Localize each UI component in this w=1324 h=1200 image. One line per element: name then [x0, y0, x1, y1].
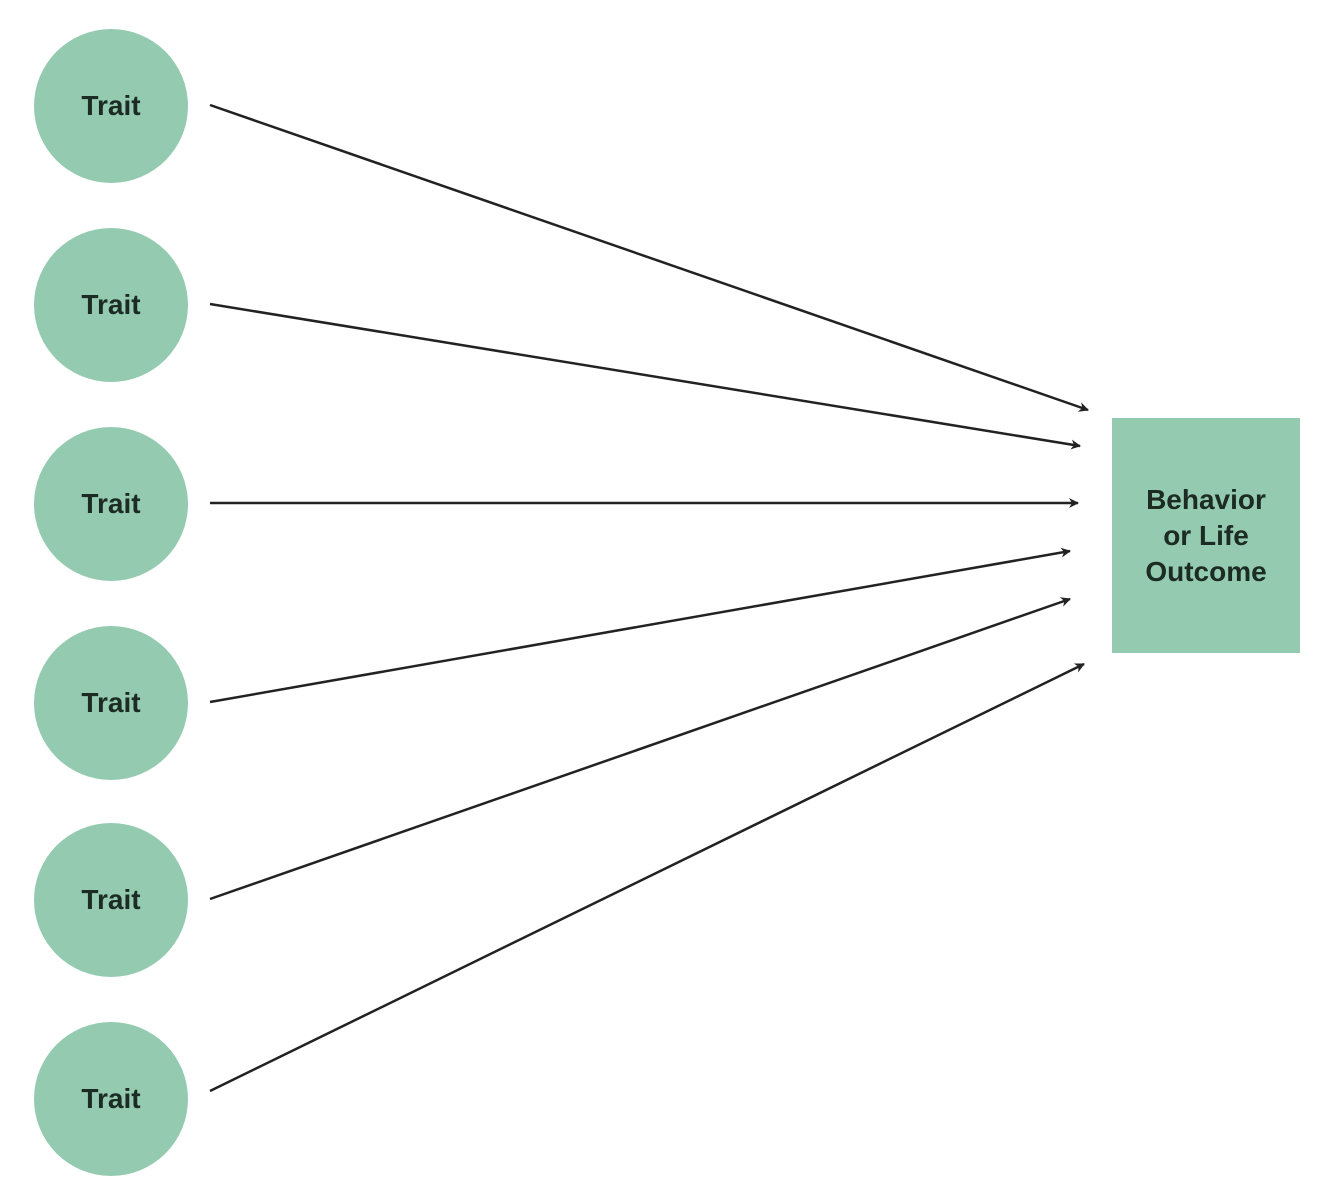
- outcome-label: Behavior or Life Outcome: [1145, 482, 1266, 590]
- arrow-layer: [209, 103, 1089, 1093]
- trait-node-3: Trait: [34, 427, 188, 581]
- trait-node-1: Trait: [34, 29, 188, 183]
- outcome-label-line: Outcome: [1145, 555, 1267, 587]
- outcome-node: Behavior or Life Outcome: [1112, 418, 1300, 653]
- trait-label: Trait: [81, 289, 141, 320]
- arrow-trait-1-to-outcome: [209, 103, 1089, 412]
- trait-label: Trait: [81, 1083, 141, 1114]
- trait-label: Trait: [81, 884, 141, 915]
- trait-node-5: Trait: [34, 823, 188, 977]
- outcome-label-line: or Life: [1163, 519, 1249, 551]
- trait-node-6: Trait: [34, 1022, 188, 1176]
- arrow-trait-2-to-outcome: [209, 302, 1081, 450]
- arrow-trait-4-to-outcome: [209, 547, 1071, 704]
- outcome-label-line: Behavior: [1146, 483, 1266, 515]
- trait-label: Trait: [81, 687, 141, 718]
- trait-node-4: Trait: [34, 626, 188, 780]
- trait-node-2: Trait: [34, 228, 188, 382]
- trait-label: Trait: [81, 90, 141, 121]
- trait-label: Trait: [81, 488, 141, 519]
- arrow-trait-6-to-outcome: [209, 662, 1085, 1093]
- arrow-trait-5-to-outcome: [209, 597, 1071, 901]
